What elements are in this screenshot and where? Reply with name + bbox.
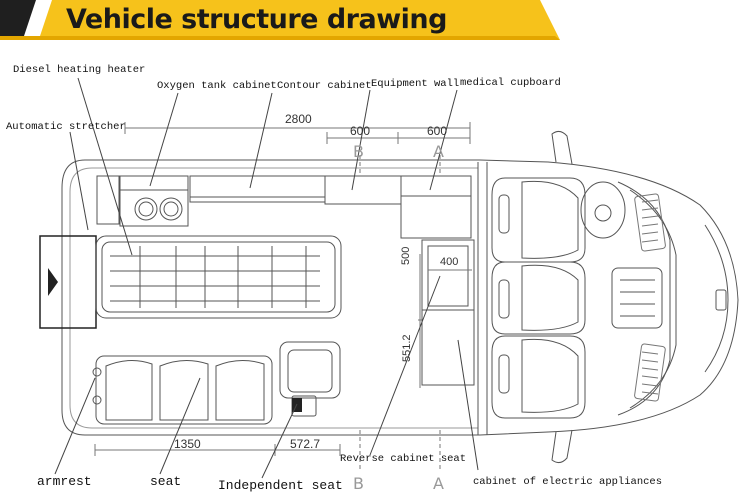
label-independent-seat: Independent seat [218,478,343,493]
label-automatic-stretcher: Automatic stretcher [6,121,126,133]
label-contour-cabinet: Contour cabinet [277,80,372,92]
section-mark-a-top: A [433,142,444,161]
dimension-cabinet-length: 551.2 [401,334,413,362]
label-medical-cupboard: medical cupboard [460,77,561,89]
bench-seat [92,355,273,425]
dimension-a-top: 600 [427,124,448,138]
section-mark-a-bottom: A [433,474,444,493]
dimension-bench: 1350 [174,437,201,451]
dashboard [611,181,729,416]
reverse-cabinet-seat [421,239,475,386]
dimension-lines [94,122,472,472]
dimension-overall: 2800 [285,112,312,126]
cab-seats [491,177,626,419]
page-title: Vehicle structure drawing [66,4,447,35]
independent-seat [279,341,341,417]
section-mark-b-top: B [353,142,364,161]
section-mark-b-bottom: B [353,474,364,493]
label-armrest: armrest [37,474,92,489]
leader-lines [54,77,479,479]
label-oxygen-tank-cabinet: Oxygen tank cabinet [157,80,277,92]
automatic-stretcher [39,235,342,329]
dimension-cabinet-width: 400 [440,256,459,268]
label-reverse-cabinet-seat: Reverse cabinet seat [340,453,467,465]
vehicle-body-outline [61,130,739,464]
label-diesel-heater: Diesel heating heater [13,64,146,76]
dimension-independent-seat: 572.7 [290,437,321,451]
label-equipment-wall: Equipment wall [371,78,460,90]
title-banner [0,0,750,40]
dimension-cabinet-depth: 500 [400,246,412,265]
top-cabinets [96,175,472,239]
dimension-b-top: 600 [350,124,371,138]
label-cabinet-electric: cabinet of electric appliances [473,476,663,488]
label-seat: seat [150,474,182,489]
